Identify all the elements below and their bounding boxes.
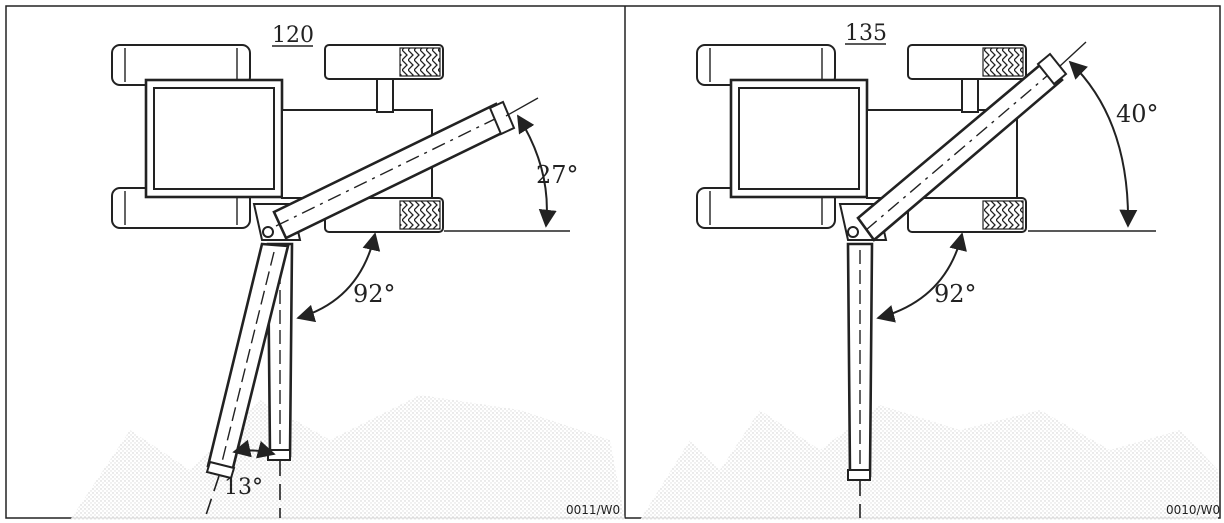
hinge-angle-label-135: 92°	[934, 280, 977, 308]
panel-135	[696, 41, 1156, 518]
mower-arm-angled-left	[205, 242, 290, 480]
boom-arm-right	[856, 52, 1068, 242]
cab-right	[729, 78, 869, 199]
front-axle-top-left	[376, 77, 394, 113]
axis-line-angled-left	[204, 475, 220, 519]
model-number-135: 135	[845, 21, 887, 46]
boom-reference-line-right	[1059, 41, 1087, 67]
angle-arc-92-right	[876, 232, 967, 323]
pivot-left	[262, 226, 274, 238]
boom-arm-left	[272, 100, 516, 240]
figure-code-right: 0010/W0	[1166, 503, 1220, 517]
hinge-angle-label-120: 92°	[353, 280, 396, 308]
boom-angle-label-135: 40°	[1116, 100, 1159, 128]
front-wheel-bottom-right	[907, 197, 1027, 233]
mower-arm-straight-right	[846, 242, 874, 481]
boom-angle-label-120: 27°	[536, 161, 579, 189]
front-wheel-top-left	[324, 44, 444, 80]
watermark-left	[70, 395, 625, 520]
angle-arc-40	[1068, 60, 1138, 228]
angle-arc-92-left	[296, 232, 381, 323]
pivot-right	[847, 226, 859, 238]
watermark-right	[640, 405, 1218, 520]
front-wheel-top-right	[907, 44, 1027, 80]
angle-arc-13	[232, 439, 276, 459]
front-wheel-bottom-left	[324, 197, 444, 233]
model-number-120: 120	[272, 23, 314, 48]
panel-120	[111, 44, 570, 519]
angle-arc-27	[517, 114, 557, 228]
cab-left	[144, 78, 284, 199]
figure-code-left: 0011/W0	[566, 503, 620, 517]
offset-angle-label-120: 13°	[224, 475, 263, 500]
front-axle-top-right	[961, 77, 979, 113]
boom-reference-line-left	[505, 97, 539, 117]
